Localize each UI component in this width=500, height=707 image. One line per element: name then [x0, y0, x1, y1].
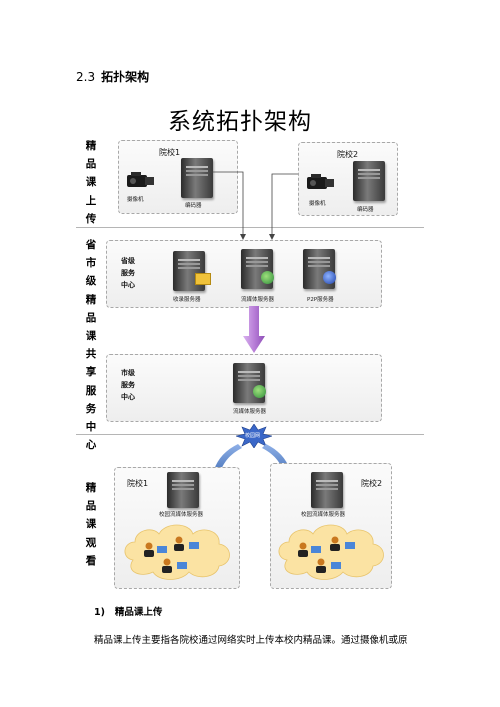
- province-server-label: 流媒体服务器: [241, 297, 275, 303]
- province-center-box: 省级 服务 中心 收录服务器 流媒体服务器 P2P服务器: [106, 240, 382, 308]
- side-label-char: 品: [85, 500, 97, 513]
- network-burst-icon: [236, 424, 272, 448]
- side-label-char: 省: [85, 239, 97, 251]
- province-label-line: 省级: [121, 257, 135, 265]
- subsection-title: 精品课上传: [114, 607, 163, 618]
- view-school1-box: 院校1 校园流媒体服务器: [114, 467, 240, 589]
- upload-school1-box: 院校1 摄像机 编码器: [118, 140, 238, 214]
- side-label-char: 上: [85, 194, 97, 207]
- camera-label: 摄像机: [309, 201, 326, 207]
- side-label-char: 传: [85, 212, 97, 225]
- section-heading: 2.3 拓扑架构: [76, 68, 149, 85]
- city-server-label: 流媒体服务器: [233, 409, 267, 415]
- record-server-icon: [173, 251, 205, 291]
- campus-server-label: 校园流媒体服务器: [159, 512, 204, 518]
- province-server-label: P2P服务器: [307, 297, 334, 303]
- province-label: 省级 服务 中心: [121, 255, 135, 291]
- campus-server-icon: [311, 472, 343, 508]
- city-label-line: 服务: [121, 381, 135, 389]
- camera-label: 摄像机: [127, 197, 144, 203]
- side-label-char: 课: [85, 518, 97, 531]
- upload-school1-name: 院校1: [159, 148, 181, 157]
- side-label-char: 课: [85, 176, 97, 189]
- cloud-icon: [278, 524, 384, 580]
- province-server-label: 收录服务器: [173, 297, 201, 303]
- side-label-share-center: 省市级精品课共享服务中心: [84, 236, 98, 454]
- cloud-icon: [124, 524, 230, 580]
- upload-school2-name: 院校2: [337, 150, 359, 159]
- city-label: 市级 服务 中心: [121, 367, 135, 403]
- side-label-char: 观: [85, 536, 97, 549]
- view-school2-box: 院校2 校园流媒体服务器: [270, 463, 392, 589]
- side-label-char: 服: [85, 384, 97, 397]
- side-label-char: 精: [85, 482, 97, 494]
- down-arrow-icon: [243, 306, 265, 353]
- camera-icon: [125, 171, 155, 193]
- side-label-char: 课: [85, 330, 97, 343]
- side-label-char: 心: [85, 439, 97, 452]
- globe-icon: [323, 271, 336, 284]
- city-center-box: 市级 服务 中心 流媒体服务器: [106, 354, 382, 422]
- side-label-view: 精品课观看: [84, 479, 98, 570]
- city-label-line: 市级: [121, 369, 135, 377]
- view-school1-name: 院校1: [127, 479, 149, 488]
- encoder-label: 编码器: [357, 207, 374, 213]
- body-paragraph: 精品课上传主要指各院校通过网络实时上传本校内精品课。通过摄像机或原: [94, 635, 408, 646]
- encoder-server-icon: [181, 158, 213, 198]
- side-label-upload: 精品课上传: [84, 137, 98, 228]
- side-label-char: 共: [85, 348, 97, 361]
- globe-icon: [253, 385, 266, 398]
- side-label-char: 务: [85, 402, 97, 415]
- divider-line: [76, 227, 424, 228]
- camera-icon: [305, 173, 335, 195]
- side-label-char: 市: [85, 257, 97, 270]
- streaming-server-icon: [233, 363, 265, 403]
- folder-icon: [195, 273, 211, 285]
- side-label-char: 精: [85, 293, 97, 306]
- globe-icon: [261, 271, 274, 284]
- province-label-line: 服务: [121, 269, 135, 277]
- network-label: 校园网: [245, 433, 261, 439]
- side-label-char: 看: [85, 554, 97, 567]
- section-number: 2.3: [76, 70, 96, 84]
- subsection-heading: 1) 精品课上传: [94, 604, 162, 618]
- side-label-char: 中: [85, 421, 97, 434]
- side-label-char: 级: [85, 275, 97, 288]
- province-label-line: 中心: [121, 281, 135, 289]
- section-title: 拓扑架构: [101, 70, 150, 84]
- side-label-char: 享: [85, 366, 97, 379]
- campus-server-label: 校园流媒体服务器: [301, 512, 346, 518]
- city-label-line: 中心: [121, 393, 135, 401]
- campus-server-icon: [167, 472, 199, 508]
- encoder-label: 编码器: [185, 203, 202, 209]
- view-school2-name: 院校2: [361, 479, 383, 488]
- upload-school2-box: 院校2 摄像机 编码器: [298, 142, 398, 216]
- figure-title: 系统拓扑架构: [168, 109, 312, 135]
- side-label-char: 品: [85, 311, 97, 324]
- subsection-number: 1): [94, 607, 105, 618]
- encoder-server-icon: [353, 161, 385, 201]
- side-label-char: 品: [85, 158, 97, 171]
- side-label-char: 精: [85, 140, 97, 152]
